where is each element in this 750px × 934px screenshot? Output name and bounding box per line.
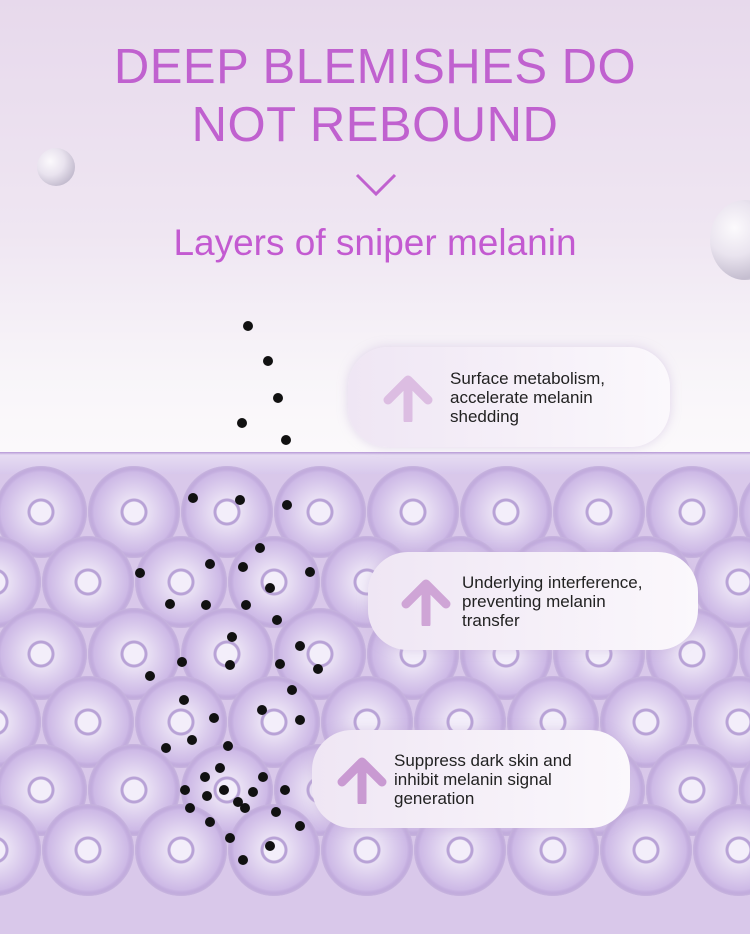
melanin-dot <box>202 791 212 801</box>
label-suppress: Suppress dark skin and inhibit melanin s… <box>312 730 630 828</box>
melanin-dot <box>180 785 190 795</box>
skin-cell <box>739 608 750 700</box>
melanin-dot <box>273 393 283 403</box>
melanin-dot <box>257 705 267 715</box>
melanin-dot <box>227 632 237 642</box>
skin-cell <box>600 804 692 896</box>
melanin-dot <box>243 321 253 331</box>
melanin-dot <box>313 664 323 674</box>
melanin-dot <box>135 568 145 578</box>
label-underlying: Underlying interference, preventing mela… <box>368 552 698 650</box>
melanin-dot <box>179 695 189 705</box>
melanin-dot <box>177 657 187 667</box>
melanin-dot <box>265 841 275 851</box>
melanin-dot <box>223 741 233 751</box>
bubble-decoration <box>37 148 75 186</box>
melanin-dot <box>219 785 229 795</box>
skin-cell <box>228 804 320 896</box>
skin-surface <box>0 452 750 474</box>
melanin-dot <box>240 803 250 813</box>
melanin-dot <box>255 543 265 553</box>
chevron-down-icon <box>355 173 397 197</box>
label-text: Underlying interference, preventing mela… <box>462 572 643 630</box>
label-surface: Surface metabolism, accelerate melanin s… <box>348 347 670 447</box>
melanin-dot <box>271 807 281 817</box>
melanin-dot <box>265 583 275 593</box>
melanin-dot <box>295 715 305 725</box>
melanin-dot <box>237 418 247 428</box>
melanin-dot <box>225 833 235 843</box>
skin-cell <box>739 466 750 558</box>
melanin-dot <box>287 685 297 695</box>
melanin-dot <box>275 659 285 669</box>
bubble-decoration <box>710 200 750 280</box>
melanin-dot <box>272 615 282 625</box>
melanin-dot <box>235 495 245 505</box>
melanin-dot <box>295 821 305 831</box>
melanin-dot <box>161 743 171 753</box>
skin-cell <box>42 804 134 896</box>
melanin-dot <box>238 855 248 865</box>
melanin-dot <box>282 500 292 510</box>
melanin-dot <box>295 641 305 651</box>
melanin-dot <box>305 567 315 577</box>
melanin-dot <box>165 599 175 609</box>
arrow-up-icon <box>401 579 451 626</box>
melanin-dot <box>225 660 235 670</box>
skin-cell <box>739 744 750 836</box>
melanin-dot <box>263 356 273 366</box>
melanin-dot <box>215 763 225 773</box>
melanin-dot <box>248 787 258 797</box>
melanin-dot <box>200 772 210 782</box>
melanin-dot <box>233 797 243 807</box>
arrow-up-icon <box>337 757 387 804</box>
melanin-dot <box>280 785 290 795</box>
melanin-dot <box>258 772 268 782</box>
label-text: Surface metabolism, accelerate melanin s… <box>450 368 605 426</box>
arrow-up-icon <box>383 375 433 422</box>
melanin-dot <box>201 600 211 610</box>
melanin-dot <box>205 817 215 827</box>
melanin-dot <box>281 435 291 445</box>
skin-cell-layer <box>0 452 750 934</box>
page-title: DEEP BLEMISHES DO NOT REBOUND <box>113 40 637 152</box>
melanin-dot <box>209 713 219 723</box>
melanin-dot <box>145 671 155 681</box>
melanin-dot <box>187 735 197 745</box>
melanin-dot <box>185 803 195 813</box>
label-text: Suppress dark skin and inhibit melanin s… <box>394 750 572 808</box>
melanin-dot <box>241 600 251 610</box>
melanin-dot <box>238 562 248 572</box>
subtitle: Layers of sniper melanin <box>173 222 577 263</box>
melanin-dot <box>205 559 215 569</box>
melanin-dot <box>188 493 198 503</box>
